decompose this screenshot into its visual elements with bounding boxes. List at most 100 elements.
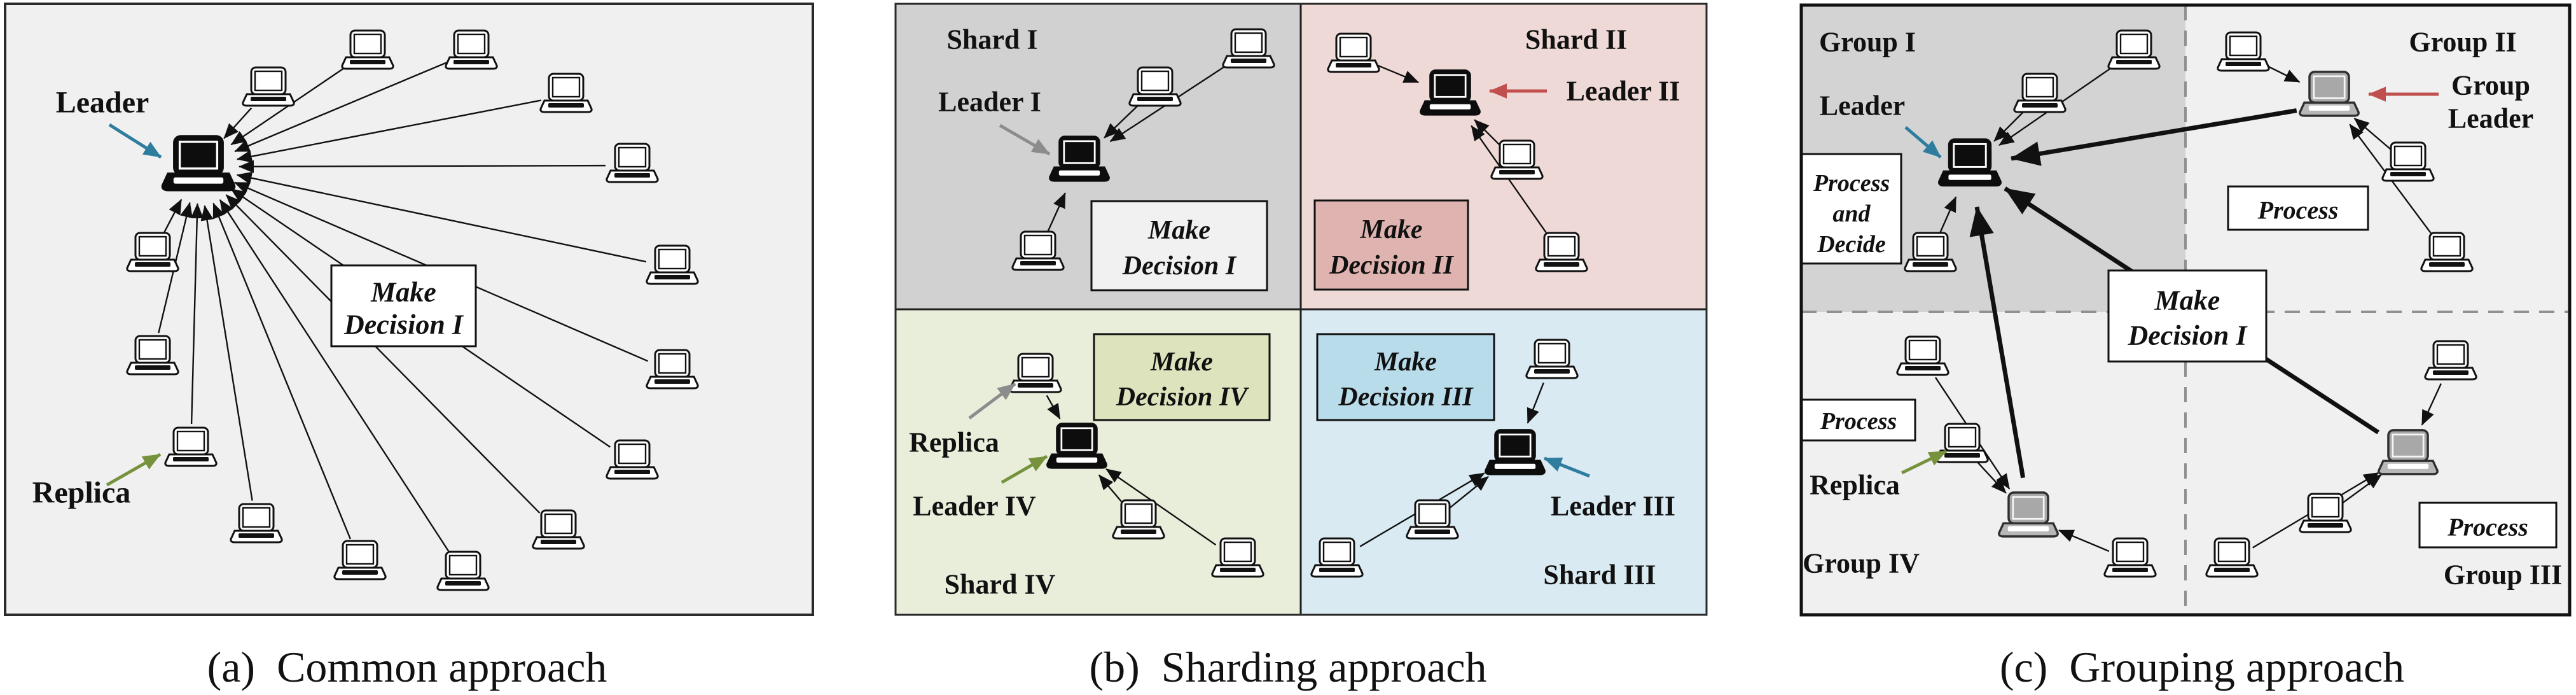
process-and-decide-box-text: Process	[1813, 170, 1890, 197]
replica-laptop	[2299, 493, 2352, 533]
group2-leader-laptop	[2299, 71, 2360, 117]
replica-to-leader-arrow	[163, 199, 183, 233]
replica-laptop	[2424, 340, 2477, 381]
replica-laptop	[126, 335, 179, 376]
process-box-group3-text: Process	[2447, 513, 2528, 542]
replica-to-leader-arrow	[2058, 529, 2110, 552]
replica-laptop	[1310, 537, 1364, 578]
replica-laptop	[126, 232, 179, 272]
replica-laptop	[1211, 537, 1264, 578]
replica-to-leader-arrow	[236, 171, 647, 263]
label-shard-4: Shard IV	[945, 569, 1056, 600]
replica-to-leader-arrow	[212, 202, 351, 540]
replica-to-leader-arrow	[1046, 395, 1061, 419]
panel-grouping-approach: ProcessandDecideProcessProcessProcessMak…	[1799, 3, 2572, 617]
replica-laptop	[2107, 29, 2161, 70]
replica-laptop	[242, 66, 295, 107]
replica-to-leader-arrow	[1098, 474, 1125, 505]
replica-laptop	[1535, 232, 1588, 272]
make-decision-1-box-text: Make	[2154, 285, 2220, 316]
label-leader-2: Leader II	[1567, 76, 1680, 107]
label-group-leader-line2: Leader	[2448, 103, 2533, 134]
replica-laptop	[1222, 28, 1275, 69]
panel-border	[1799, 3, 2572, 617]
replica-laptop	[2013, 73, 2067, 113]
caption-c: (c) Grouping approach	[2000, 643, 2404, 691]
replica-laptop	[2217, 31, 2270, 72]
leader3-pointer-arrow	[1544, 456, 1590, 478]
make-decision-4-box-text: Make	[1150, 348, 1213, 377]
replica-pointer-arrow	[1901, 449, 1948, 475]
group-leader-to-leader-arrow	[1969, 206, 2026, 479]
label-replica: Replica	[909, 427, 999, 458]
replica-to-leader-arrow	[1976, 461, 2007, 494]
replica-laptop	[606, 143, 659, 183]
leader-pointer-arrow	[108, 123, 162, 159]
label-leader-1: Leader I	[938, 87, 1041, 118]
replica-to-leader-arrow	[1375, 64, 1420, 83]
replica-to-leader-arrow	[2263, 63, 2301, 83]
shard4-leader-laptop	[1046, 423, 1107, 469]
replica-laptop	[1406, 499, 1459, 540]
make-decision-1-box-text: Decision I	[1122, 251, 1237, 281]
process-and-decide-box-text: Decide	[1817, 231, 1886, 258]
replica-laptop	[341, 29, 394, 70]
replica-to-leader-arrow	[225, 194, 541, 514]
leader-pointer-arrow	[1904, 126, 1942, 158]
replica-laptop	[230, 503, 283, 544]
replica-laptop	[646, 349, 699, 390]
label-leader: Leader	[1820, 90, 1905, 122]
replica-laptop	[436, 551, 490, 591]
shard1-leader-laptop	[1049, 136, 1110, 182]
label-group-leader-line1: Group	[2451, 70, 2530, 101]
group-leader-to-leader-arrow	[2011, 108, 2297, 166]
process-and-decide-box-text: and	[1832, 200, 1871, 227]
label-replica: Replica	[1810, 470, 1900, 501]
leader-laptop	[161, 135, 236, 192]
replica-laptop	[1490, 139, 1544, 180]
label-leader-3: Leader III	[1551, 491, 1675, 522]
make-decision-1-box-text: Decision I	[343, 309, 464, 340]
replica-laptop	[606, 439, 659, 480]
replica-to-leader-arrow	[1939, 196, 1957, 234]
process-box-group4-text: Process	[1820, 408, 1897, 435]
process-box-group3: Process	[2418, 502, 2558, 549]
replica-laptop	[333, 540, 387, 580]
replica-to-leader-arrow	[1105, 468, 1217, 546]
replica-to-leader-arrow	[200, 205, 253, 501]
replica-laptop	[646, 244, 699, 285]
label-shard-1: Shard I	[946, 24, 1037, 55]
replica-to-leader-arrow	[1474, 119, 1502, 147]
replica-to-leader-arrow	[2421, 383, 2442, 426]
shard2-leader-laptop	[1420, 69, 1481, 116]
label-group-1: Group I	[1819, 27, 1916, 58]
replica-laptop	[539, 73, 593, 113]
replica-to-leader-arrow	[219, 199, 450, 553]
replica-to-leader-arrow	[190, 202, 204, 425]
label-leader: Leader	[56, 86, 149, 120]
replica-laptop	[1904, 232, 1957, 272]
replica-pointer-arrow	[106, 453, 162, 487]
replica-to-leader-arrow	[1047, 192, 1066, 232]
process-box-group2-text: Process	[2257, 196, 2339, 225]
replica-laptop	[1327, 32, 1380, 73]
shard3-leader-laptop	[1485, 429, 1546, 475]
replica-laptop	[532, 509, 585, 550]
label-leader-4: Leader IV	[913, 491, 1036, 522]
replica-to-leader-arrow	[1527, 383, 1544, 424]
replica-laptop	[1935, 423, 1989, 463]
make-decision-1-box-text: Decision I	[2128, 320, 2248, 351]
leader1-pointer-arrow	[999, 123, 1051, 156]
replica-to-leader-arrow	[236, 99, 541, 163]
replica-to-leader-arrow	[223, 107, 253, 139]
replica-laptop	[2205, 537, 2259, 578]
